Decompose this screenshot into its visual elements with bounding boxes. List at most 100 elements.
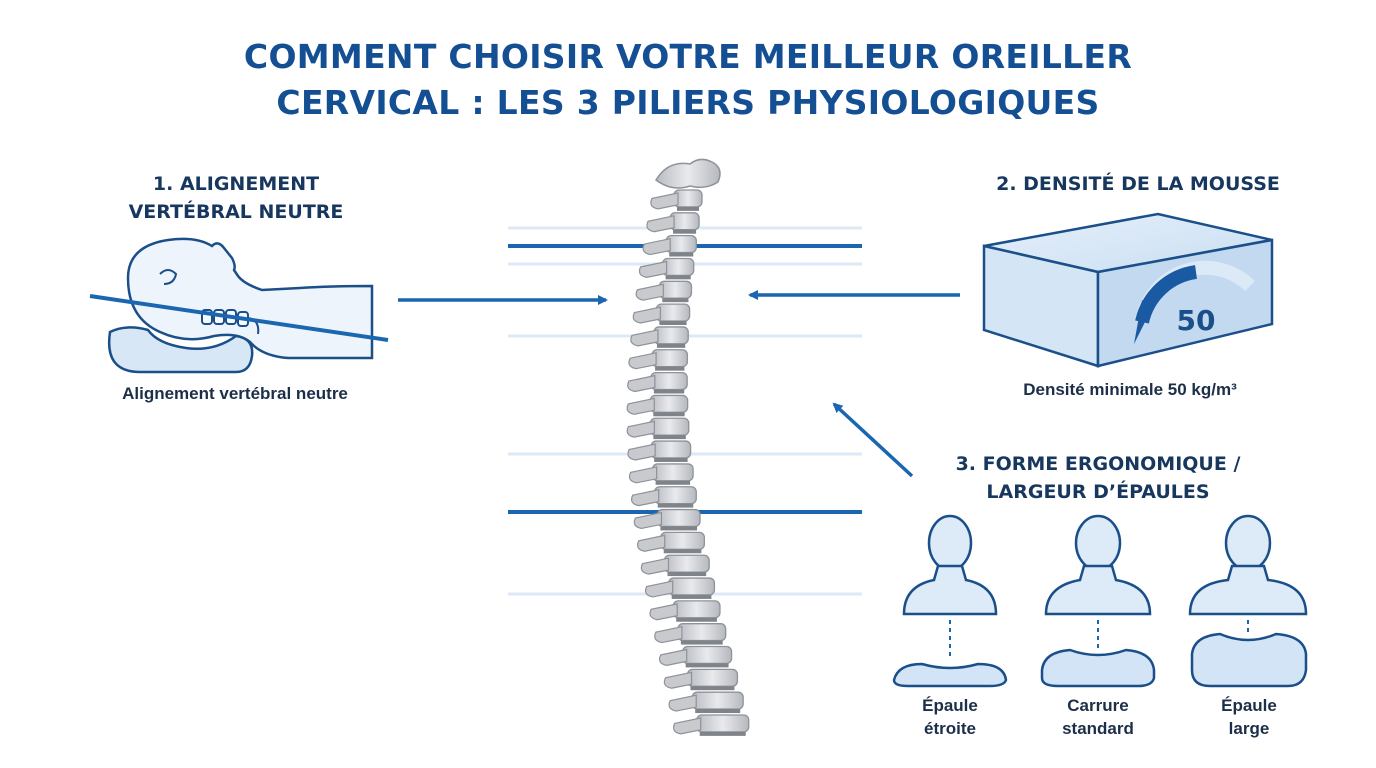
vertebra	[691, 691, 744, 710]
spinous-process	[640, 557, 670, 575]
spinous-process	[633, 511, 663, 530]
vertebra	[650, 371, 688, 391]
intervertebral-disc	[656, 343, 686, 348]
option-1-line2: étroite	[924, 719, 976, 738]
option-3-line1: Épaule	[1221, 696, 1277, 715]
vertebra	[651, 349, 689, 368]
vertebra	[649, 417, 690, 436]
vertebra	[655, 303, 691, 322]
option-standard-shoulder-label: Carrure standard	[1043, 694, 1153, 740]
spinous-process	[642, 237, 671, 256]
vertebra	[696, 714, 750, 733]
figure-wide-shoulder	[1188, 514, 1308, 688]
spinous-process	[644, 580, 674, 598]
intervertebral-disc	[653, 435, 686, 440]
sleeping-head-illustration	[89, 237, 389, 374]
page-title: COMMENT CHOISIR VOTRE MEILLEUR OREILLER …	[0, 34, 1376, 126]
option-2-line1: Carrure	[1067, 696, 1129, 715]
option-wide-shoulder-label: Épaule large	[1194, 694, 1304, 740]
intervertebral-disc	[654, 457, 688, 462]
pillar3-heading-line2: LARGEUR D’ÉPAULES	[986, 481, 1210, 503]
intervertebral-disc	[695, 709, 741, 714]
spinous-process	[646, 215, 675, 233]
vertebra	[672, 600, 721, 619]
spinous-process	[628, 352, 657, 370]
shoulder-figures	[892, 514, 1308, 688]
spinous-process	[630, 329, 659, 347]
intervertebral-disc	[655, 366, 685, 371]
spinous-process	[658, 648, 688, 667]
intervertebral-disc	[680, 640, 723, 645]
intervertebral-disc	[699, 731, 746, 736]
intervertebral-disc	[669, 252, 694, 257]
intervertebral-disc	[665, 275, 691, 280]
figure-standard-shoulder	[1040, 514, 1156, 688]
option-2-line2: standard	[1062, 719, 1134, 738]
vertebra	[686, 668, 739, 687]
spinous-process	[654, 625, 683, 644]
arrow-shape-to-spine	[832, 402, 914, 478]
pillar1-caption: Alignement vertébral neutre	[122, 384, 348, 403]
spinous-process	[626, 397, 655, 415]
spinous-process	[627, 374, 656, 393]
pillar3-heading: 3. FORME ERGONOMIQUE / LARGEUR D’ÉPAULES	[920, 450, 1276, 506]
vertebra	[663, 554, 710, 573]
spine-illustration	[626, 158, 750, 736]
option-1-line1: Épaule	[922, 696, 978, 715]
intervertebral-disc	[671, 594, 712, 599]
pillar2-caption: Densité minimale 50 kg/m³	[1023, 380, 1237, 399]
pillar3-heading-line1: 3. FORME ERGONOMIQUE /	[955, 453, 1241, 475]
spinous-process	[628, 466, 658, 484]
spinous-process	[663, 671, 693, 689]
vertebra	[682, 645, 733, 665]
intervertebral-disc	[653, 412, 685, 417]
title-line-2: CERVICAL : LES 3 PILIERS PHYSIOLOGIQUES	[276, 83, 1100, 122]
vertebra	[651, 463, 694, 482]
spinous-process	[636, 534, 666, 552]
vertebra	[653, 326, 689, 345]
spinous-process	[650, 192, 679, 210]
pillar2-heading: 2. DENSITÉ DE LA MOUSSE	[996, 173, 1280, 195]
title-line-1: COMMENT CHOISIR VOTRE MEILLEUR OREILLER	[243, 37, 1133, 76]
vertebra	[650, 440, 692, 459]
intervertebral-disc	[667, 572, 707, 577]
vertebra	[658, 280, 693, 299]
intervertebral-disc	[677, 206, 699, 211]
spinous-process	[626, 420, 655, 438]
vertebra	[656, 508, 701, 528]
spinous-process	[635, 283, 664, 301]
intervertebral-disc	[676, 617, 717, 622]
option-3-line2: large	[1228, 719, 1270, 738]
spinous-process	[649, 603, 678, 621]
spinous-process	[630, 489, 660, 507]
figure-narrow-shoulder	[892, 514, 1008, 688]
vertebra	[677, 623, 727, 642]
foam-block-illustration: 50	[982, 212, 1274, 368]
intervertebral-disc	[657, 503, 694, 508]
spinous-process	[638, 260, 668, 278]
vertebra	[668, 577, 716, 596]
vertebra	[661, 257, 695, 277]
spinous-process	[632, 306, 661, 324]
pillar1-heading: 1. ALIGNEMENT VERTÉBRAL NEUTRE	[86, 170, 386, 226]
vertebra	[660, 531, 706, 550]
vertebra	[649, 394, 689, 413]
intervertebral-disc	[685, 663, 729, 668]
intervertebral-disc	[673, 229, 697, 234]
intervertebral-disc	[663, 549, 702, 554]
intervertebral-disc	[690, 686, 735, 691]
intervertebral-disc	[660, 526, 698, 531]
intervertebral-disc	[653, 389, 685, 394]
pillar1-heading-line2: VERTÉBRAL NEUTRE	[128, 201, 344, 223]
intervertebral-disc	[655, 480, 691, 485]
pillar1-heading-line1: 1. ALIGNEMENT	[152, 173, 320, 195]
spinous-process	[627, 443, 656, 461]
vertebra	[654, 486, 697, 505]
spinous-process	[668, 694, 697, 712]
spinous-process	[672, 717, 702, 735]
intervertebral-disc	[659, 321, 687, 326]
intervertebral-disc	[662, 298, 689, 303]
option-narrow-shoulder-label: Épaule étroite	[895, 694, 1005, 740]
gauge-value: 50	[1177, 304, 1216, 337]
